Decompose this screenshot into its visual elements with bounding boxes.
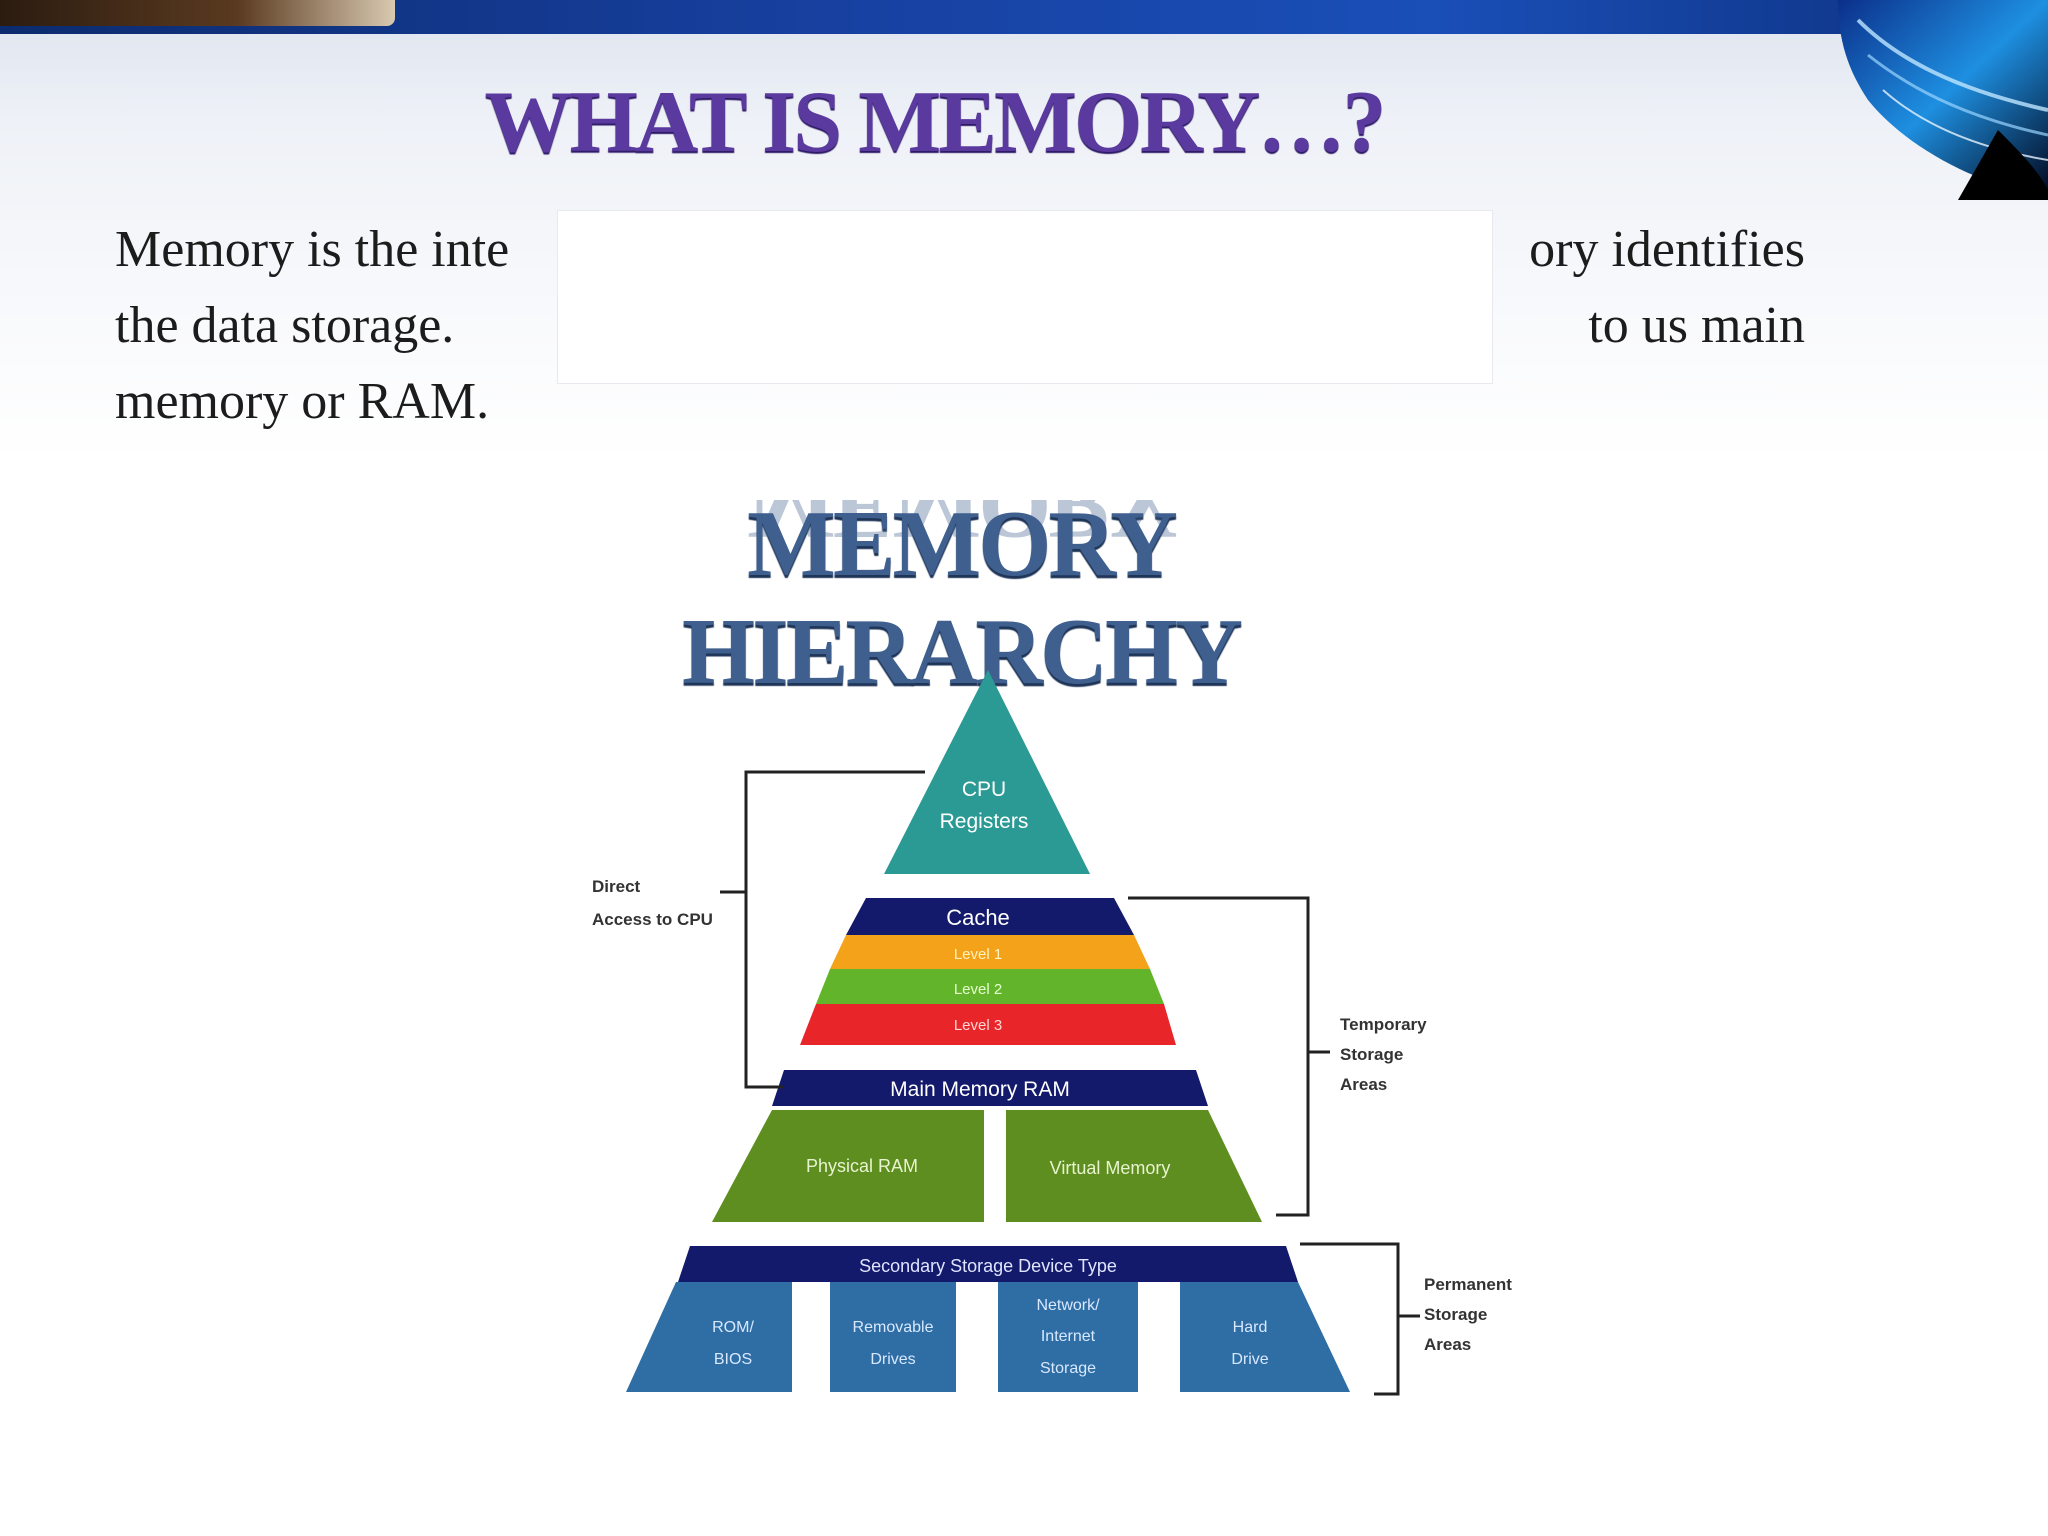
direct-access-label-line1: Direct bbox=[592, 877, 641, 896]
section-subtitle: MEMORY HIERARCHY bbox=[682, 492, 1243, 704]
direct-access-label-line2: Access to CPU bbox=[592, 910, 713, 929]
network-storage-label-line1: Network/ bbox=[1036, 1297, 1100, 1314]
hard-drive-label-line1: Hard bbox=[1233, 1319, 1268, 1336]
direct-access-bracket bbox=[744, 770, 925, 1089]
banner-logo bbox=[0, 0, 395, 26]
intro-line-1: Memory is the inte ory identifies bbox=[115, 212, 1805, 288]
secondary-storage-header-label: Secondary Storage Device Type bbox=[859, 1256, 1117, 1276]
cache-header-band bbox=[846, 898, 1134, 935]
physical-ram-block bbox=[712, 1110, 984, 1222]
main-memory-header-band bbox=[772, 1070, 1208, 1106]
cache-level-1-band bbox=[830, 935, 1150, 969]
redaction-box bbox=[557, 210, 1493, 384]
slide-title: WHAT IS MEMORY…? bbox=[484, 74, 1386, 171]
temporary-storage-label-line1: Temporary bbox=[1340, 1015, 1427, 1034]
permanent-storage-label-line3: Areas bbox=[1424, 1335, 1471, 1354]
physical-ram-label: Physical RAM bbox=[806, 1156, 918, 1176]
temporary-storage-label-line2: Storage bbox=[1340, 1045, 1403, 1064]
removable-drives-label-line2: Drives bbox=[870, 1351, 915, 1368]
intro-line-3: memory or RAM. bbox=[115, 364, 1805, 440]
hard-drive-label-line2: Drive bbox=[1231, 1351, 1268, 1368]
intro-line-2-left: the data storage. bbox=[115, 297, 455, 354]
permanent-storage-label-line1: Permanent bbox=[1424, 1275, 1512, 1294]
cache-level-2-band bbox=[816, 969, 1164, 1004]
cache-header-label: Cache bbox=[946, 905, 1010, 930]
temporary-storage-label-line3: Areas bbox=[1340, 1075, 1387, 1094]
cache-level-1-label: Level 1 bbox=[954, 946, 1002, 963]
cpu-label-line1: CPU bbox=[962, 778, 1006, 801]
memory-hierarchy-pyramid: CPU Registers Cache Level 1 Level 2 Leve… bbox=[592, 670, 1512, 1396]
secondary-storage-header-band bbox=[678, 1246, 1298, 1282]
hard-drive-block bbox=[1180, 1282, 1350, 1392]
intro-line-1-left: Memory is the inte bbox=[115, 221, 510, 278]
cache-level-3-band bbox=[800, 1004, 1176, 1045]
rom-bios-label-line2: BIOS bbox=[714, 1351, 752, 1368]
virtual-memory-block bbox=[1006, 1110, 1262, 1222]
virtual-memory-label: Virtual Memory bbox=[1050, 1158, 1171, 1178]
rom-bios-label-line1: ROM/ bbox=[712, 1319, 754, 1336]
cache-level-2-label: Level 2 bbox=[954, 981, 1002, 998]
removable-drives-label-line1: Removable bbox=[853, 1319, 934, 1336]
network-storage-block bbox=[998, 1282, 1138, 1392]
temporary-storage-bracket bbox=[1128, 896, 1310, 1217]
cpu-registers-triangle bbox=[884, 670, 1090, 874]
intro-line-2: the data storage. to us main bbox=[115, 288, 1805, 364]
network-storage-label-line2: Internet bbox=[1041, 1328, 1096, 1345]
removable-drives-block bbox=[830, 1282, 956, 1392]
rom-bios-block bbox=[626, 1282, 792, 1392]
intro-line-1-right: ory identifies bbox=[1529, 221, 1805, 278]
main-memory-header-label: Main Memory RAM bbox=[890, 1078, 1070, 1101]
cpu-label-line2: Registers bbox=[940, 810, 1029, 833]
cache-level-3-label: Level 3 bbox=[954, 1017, 1002, 1034]
permanent-storage-label-line2: Storage bbox=[1424, 1305, 1487, 1324]
section-subtitle-reflection: MEMORY HIERARCHY bbox=[747, 500, 1175, 558]
corner-swoosh-graphic bbox=[1838, 0, 2048, 200]
intro-line-2-right: to us main bbox=[1588, 297, 1805, 354]
network-storage-label-line3: Storage bbox=[1040, 1360, 1096, 1377]
intro-paragraph: Memory is the inte ory identifies the da… bbox=[115, 212, 1805, 440]
intro-line-3-left: memory or RAM. bbox=[115, 373, 490, 430]
permanent-storage-bracket bbox=[1300, 1242, 1400, 1396]
